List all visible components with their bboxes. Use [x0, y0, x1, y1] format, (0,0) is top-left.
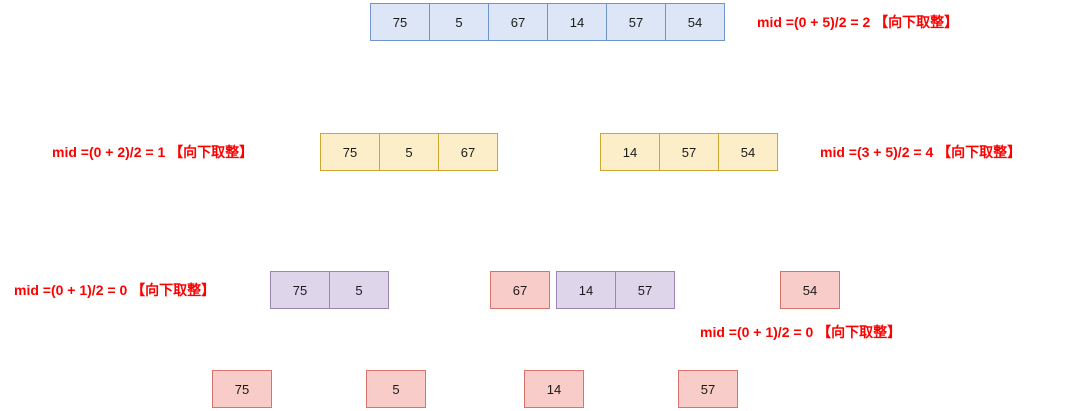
array-right: 14 57 54 — [600, 133, 778, 171]
array-cell: 75 — [270, 271, 330, 309]
array-cell: 14 — [524, 370, 584, 408]
array-full: 75 5 67 14 57 54 — [370, 3, 725, 41]
array-left-right: 67 — [490, 271, 550, 309]
array-right-right: 54 — [780, 271, 840, 309]
array-right-left: 14 57 — [556, 271, 675, 309]
mid-note-level1: mid =(0 + 5)/2 = 2 【向下取整】 — [757, 14, 959, 30]
array-cell: 67 — [438, 133, 498, 171]
mid-note-level3-right: mid =(0 + 1)/2 = 0 【向下取整】 — [700, 324, 902, 340]
mid-note-level2-right: mid =(3 + 5)/2 = 4 【向下取整】 — [820, 144, 1022, 160]
leaf-14: 14 — [524, 370, 584, 408]
array-cell: 5 — [429, 3, 489, 41]
array-cell: 54 — [665, 3, 725, 41]
array-cell: 57 — [615, 271, 675, 309]
array-cell: 54 — [780, 271, 840, 309]
leaf-75: 75 — [212, 370, 272, 408]
mid-note-level3-left: mid =(0 + 1)/2 = 0 【向下取整】 — [14, 282, 216, 298]
array-cell: 14 — [547, 3, 607, 41]
array-cell: 57 — [606, 3, 666, 41]
array-cell: 5 — [379, 133, 439, 171]
array-cell: 57 — [659, 133, 719, 171]
leaf-57: 57 — [678, 370, 738, 408]
array-cell: 67 — [488, 3, 548, 41]
array-cell: 75 — [212, 370, 272, 408]
array-left-left: 75 5 — [270, 271, 389, 309]
array-cell: 54 — [718, 133, 778, 171]
array-cell: 75 — [370, 3, 430, 41]
mid-note-level2-left: mid =(0 + 2)/2 = 1 【向下取整】 — [52, 144, 254, 160]
array-cell: 14 — [556, 271, 616, 309]
array-cell: 75 — [320, 133, 380, 171]
array-cell: 14 — [600, 133, 660, 171]
array-left: 75 5 67 — [320, 133, 498, 171]
leaf-5: 5 — [366, 370, 426, 408]
array-cell: 5 — [366, 370, 426, 408]
array-cell: 5 — [329, 271, 389, 309]
array-cell: 57 — [678, 370, 738, 408]
array-cell: 67 — [490, 271, 550, 309]
